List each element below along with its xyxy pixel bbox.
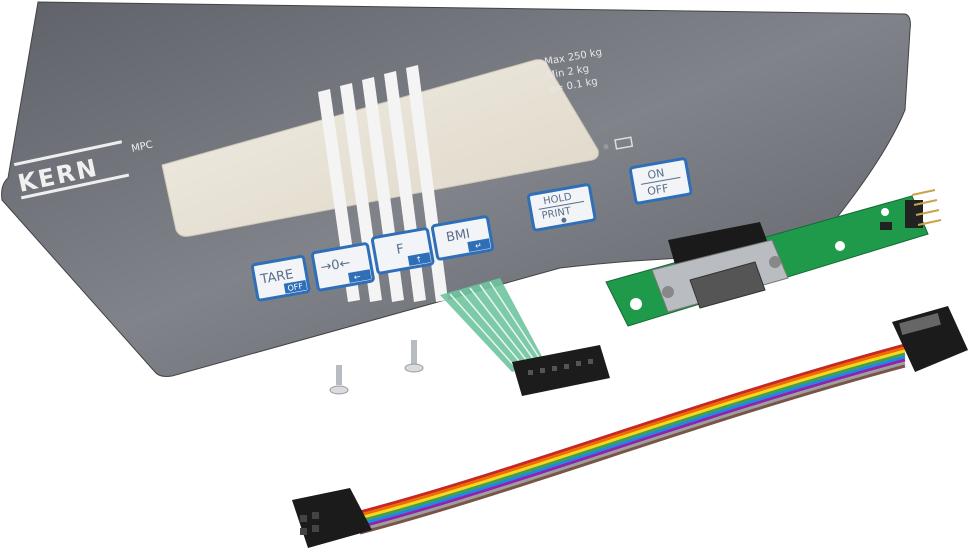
membrane-keypad: KERN MPC Max 250 kg Min 2 kg e= 0.1 kg T…: [1, 1, 911, 377]
svg-text:PRINT: PRINT: [541, 206, 573, 222]
ribbon-connector: [512, 345, 610, 396]
svg-text:F: F: [395, 242, 405, 258]
svg-text:←: ←: [353, 272, 361, 282]
screw: [404, 340, 424, 373]
key-tare[interactable]: TARE OFF: [250, 254, 311, 302]
key-function[interactable]: F ↑: [370, 227, 435, 275]
rainbow-ribbon-cable: [359, 343, 906, 535]
svg-text:TARE: TARE: [258, 267, 294, 288]
idc-connector-left: [292, 488, 372, 548]
svg-text:→0←: →0←: [319, 256, 351, 276]
screw: [329, 365, 349, 395]
svg-text:MPC: MPC: [130, 139, 153, 154]
svg-text:OFF: OFF: [646, 182, 669, 199]
battery-icon: [603, 136, 634, 150]
key-on-off[interactable]: ON OFF: [628, 157, 693, 205]
svg-text:↑: ↑: [415, 255, 423, 265]
svg-text:OFF: OFF: [287, 281, 304, 293]
brand-logo: KERN MPC: [13, 139, 154, 200]
key-bmi[interactable]: BMI ↵: [430, 215, 495, 261]
membrane-ribbon-tail: [440, 278, 610, 396]
key-hold-print[interactable]: HOLD PRINT: [526, 183, 597, 232]
dsub-serial-connector: [651, 222, 789, 313]
idc-connector-right: [892, 306, 968, 372]
svg-text:ON: ON: [646, 166, 665, 182]
svg-text:↵: ↵: [474, 241, 482, 251]
svg-text:BMI: BMI: [445, 227, 471, 246]
key-zero[interactable]: →0← ←: [310, 242, 375, 292]
circuit-stripes: [318, 65, 448, 302]
svg-text:HOLD: HOLD: [542, 191, 572, 207]
